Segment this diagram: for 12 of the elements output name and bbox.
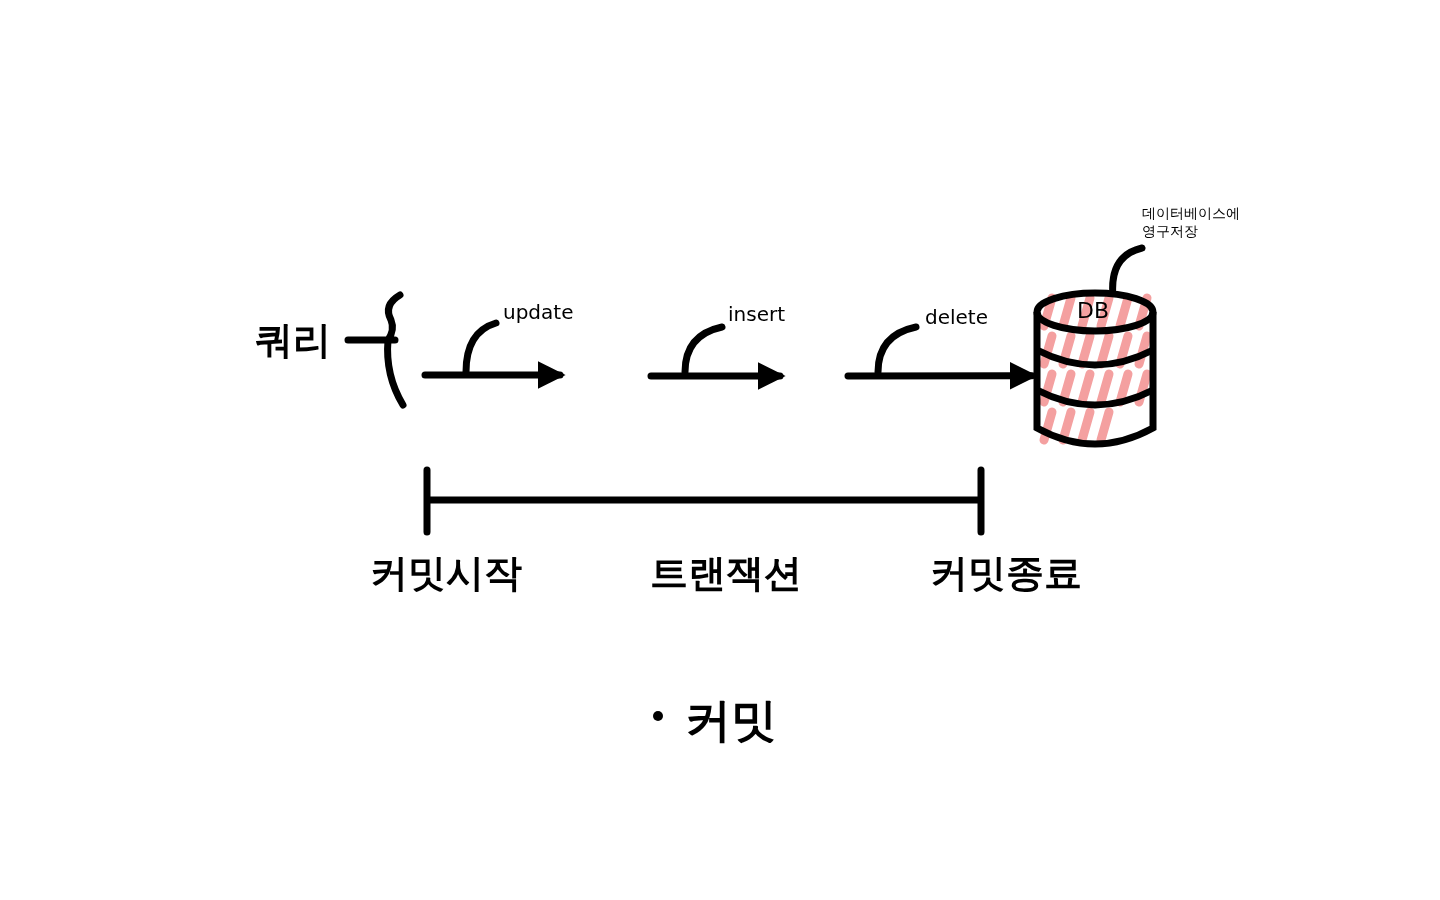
title: 커밋 [685,692,777,749]
timeline-label: 트랜잭션 [650,550,802,597]
timeline-label: 커밋시작 [370,550,522,597]
database-label: DB [1077,298,1110,323]
edge-label: delete [925,305,988,329]
arrow-label: insert [728,302,786,326]
query-label: 쿼리 [255,317,331,364]
arrow [421,361,566,389]
edge-label: update [503,300,574,324]
timeline-label: 커밋종료 [930,550,1082,597]
leader-line [1109,244,1146,294]
annotation-text: 데이터베이스에 영구저장 [1142,205,1241,241]
